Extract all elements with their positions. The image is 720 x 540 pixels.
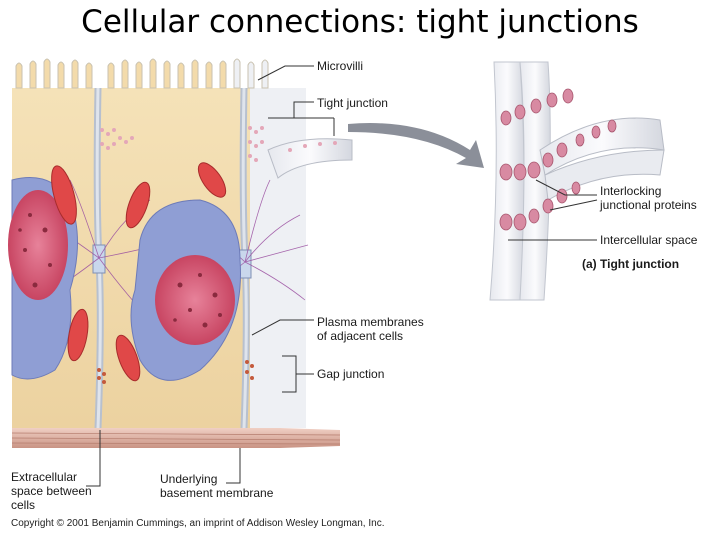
label-gap-junction: Gap junction (317, 367, 385, 381)
mitochondria (51, 162, 227, 382)
nucleus-left (8, 177, 78, 380)
label-extracellular-3: cells (11, 498, 36, 512)
epithelial-cells (8, 58, 353, 448)
label-extracellular-1: Extracellular (11, 470, 78, 484)
leader-lines (86, 65, 598, 487)
label-basement-1: Underlying (160, 472, 218, 486)
zoom-arrow (348, 123, 484, 168)
label-plasma-membranes-2: of adjacent cells (317, 329, 404, 343)
microvilli (15, 58, 269, 89)
nucleus-middle (130, 199, 241, 381)
label-extracellular-2: space between (11, 484, 92, 498)
panel-caption: (a) Tight junction (582, 257, 680, 271)
copyright-text: Copyright © 2001 Benjamin Cummings, an i… (11, 518, 385, 529)
label-microvilli: Microvilli (317, 59, 363, 73)
label-interlocking-1: Interlocking (600, 184, 662, 198)
label-plasma-membranes-1: Plasma membranes (317, 315, 424, 329)
label-interlocking-2: junctional proteins (600, 198, 697, 212)
slide-title: Cellular connections: tight junctions (81, 4, 639, 40)
label-basement-2: basement membrane (160, 486, 274, 500)
label-intercellular-space: Intercellular space (600, 233, 698, 247)
label-tight-junction: Tight junction (317, 96, 388, 110)
